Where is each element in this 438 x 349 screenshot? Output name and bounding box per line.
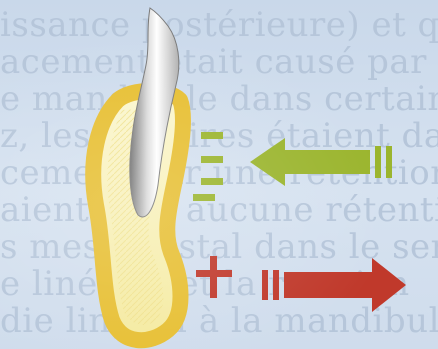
arrow-right-red [262,258,406,312]
plus-sign [196,256,232,298]
force-lines [193,132,223,201]
arrow-left-green [250,138,392,186]
